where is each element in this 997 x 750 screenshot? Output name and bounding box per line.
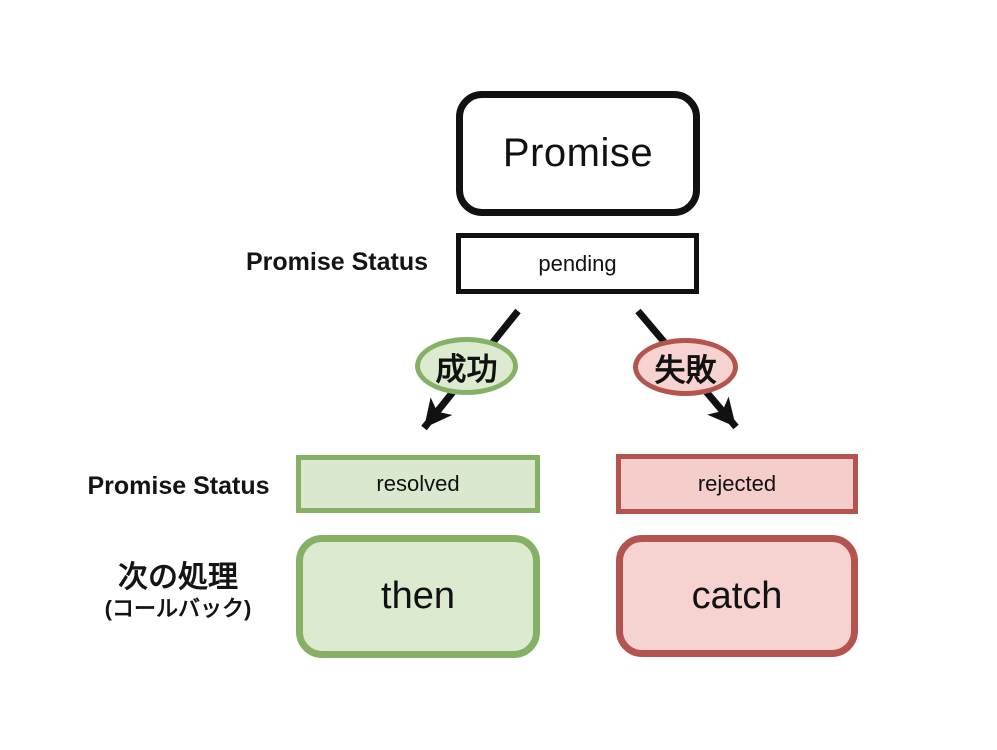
next-step-label: 次の処理 (コールバック) bbox=[60, 560, 296, 622]
promise-node: Promise bbox=[456, 91, 700, 216]
next-step-label-main: 次の処理 bbox=[118, 561, 238, 594]
promise-node-label: Promise bbox=[502, 131, 654, 175]
promise-status-label-top: Promise Status bbox=[245, 248, 428, 276]
pending-status-box: pending bbox=[456, 233, 699, 294]
rejected-status-value: rejected bbox=[697, 471, 777, 496]
then-callback-label: then bbox=[381, 575, 455, 617]
resolved-status-box: resolved bbox=[296, 455, 540, 513]
success-ellipse-label: 成功 bbox=[435, 351, 498, 387]
resolved-status-value: resolved bbox=[376, 471, 460, 496]
rejected-status-box: rejected bbox=[616, 454, 858, 514]
pending-status-value: pending bbox=[538, 250, 617, 276]
failure-ellipse: 失敗 bbox=[633, 338, 738, 396]
failure-ellipse-label: 失敗 bbox=[654, 352, 717, 388]
next-step-label-sub: (コールバック) bbox=[104, 596, 252, 621]
catch-callback-label: catch bbox=[691, 574, 783, 617]
catch-callback-box: catch bbox=[616, 535, 858, 657]
promise-status-label-middle: Promise Status bbox=[87, 472, 270, 500]
success-ellipse: 成功 bbox=[415, 337, 518, 395]
then-callback-box: then bbox=[296, 535, 540, 658]
